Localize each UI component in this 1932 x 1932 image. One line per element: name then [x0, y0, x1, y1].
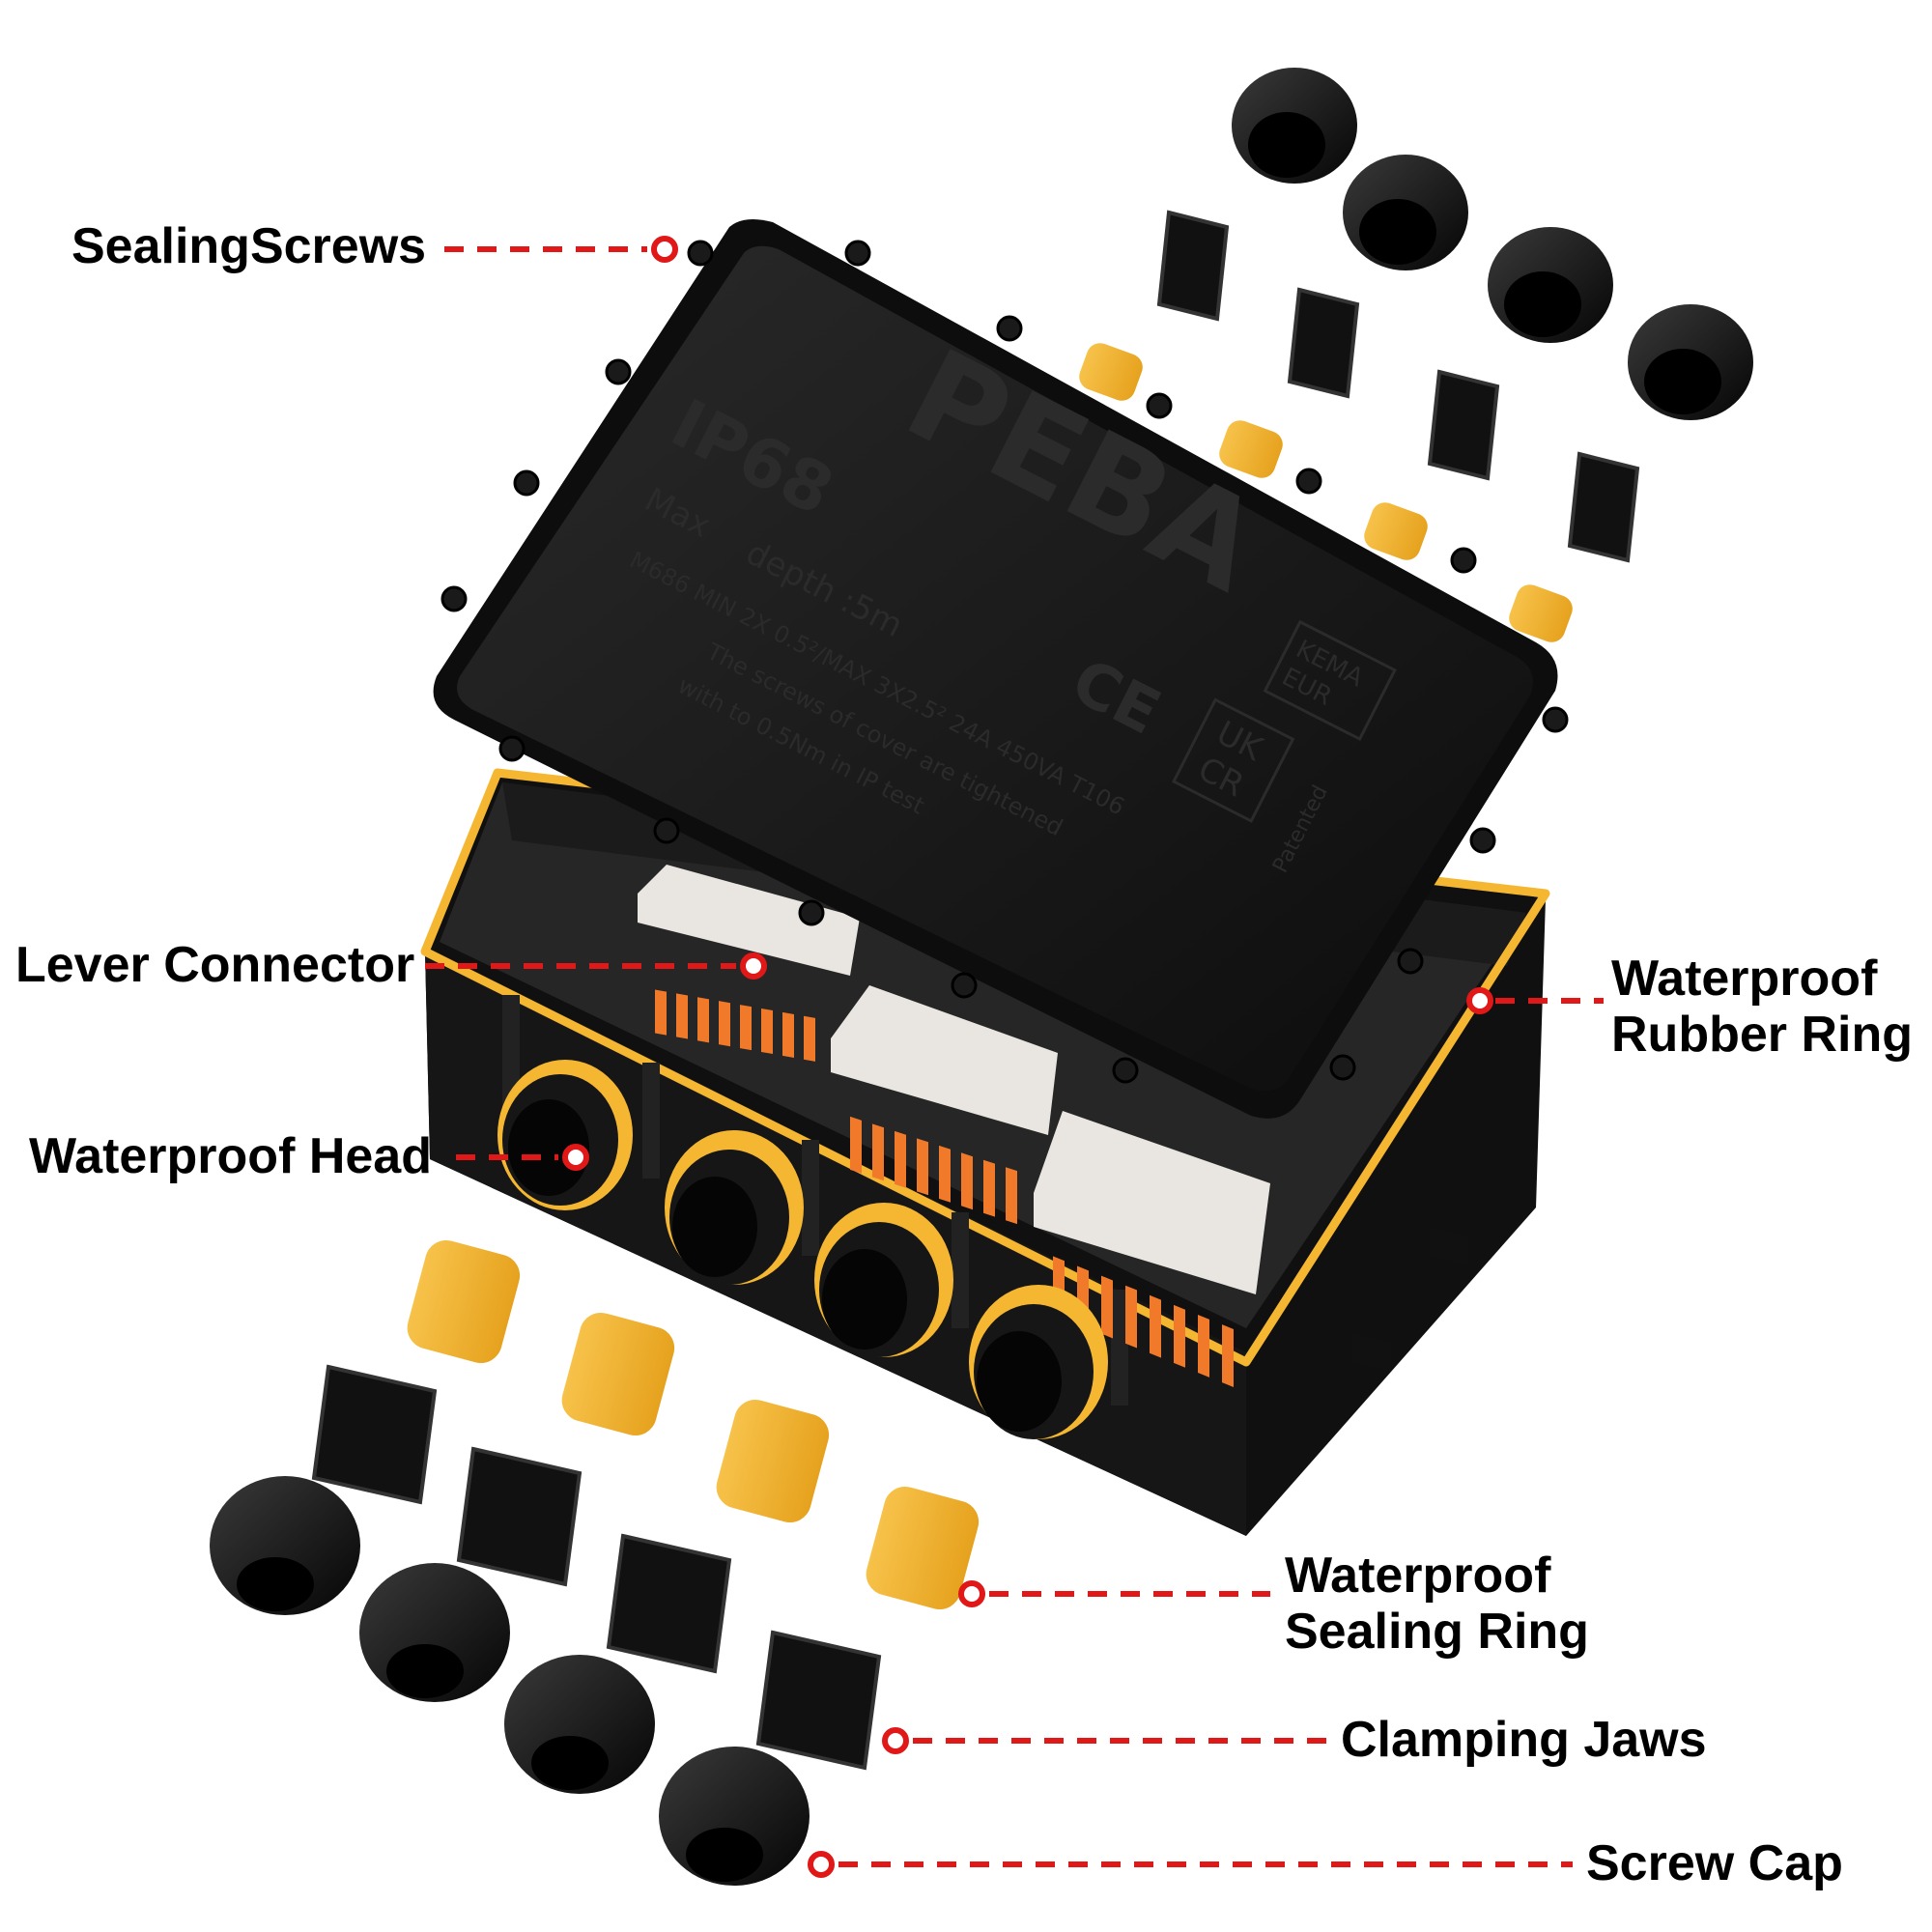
label-screw-cap: Screw Cap [1586, 1835, 1843, 1891]
callout-waterproof-head: Waterproof Head [29, 1128, 589, 1184]
waterproof-head-2 [665, 1130, 804, 1285]
rubber-ring-outline [420, 768, 1550, 1367]
lid-side-outlets [1079, 343, 1573, 642]
screw-caps-bottom [210, 1476, 810, 1886]
label-sealing-ring-line2: Sealing Ring [1285, 1604, 1589, 1660]
clamping-jaws-bottom [311, 1364, 882, 1771]
callout-clamping-jaws: Clamping Jaws [882, 1712, 1707, 1768]
label-rubber-ring-line1: Waterproof [1611, 951, 1878, 1007]
lever-connector-1 [638, 865, 860, 1062]
spare-clamping-jaws-top [1156, 210, 1640, 563]
callout-rubber-ring: Waterproof Rubber Ring [1466, 951, 1913, 1063]
lever-connectors [638, 865, 1270, 1387]
label-sealing-screws: SealingScrews [71, 218, 426, 274]
waterproof-head-1 [497, 1060, 633, 1210]
callout-screw-cap: Screw Cap [808, 1835, 1843, 1891]
label-waterproof-head: Waterproof Head [29, 1128, 432, 1184]
callout-sealing-ring: Waterproof Sealing Ring [958, 1548, 1589, 1660]
waterproof-head-4 [969, 1285, 1108, 1439]
spare-screw-caps-top [1232, 68, 1753, 420]
label-rubber-ring-line2: Rubber Ring [1611, 1007, 1913, 1063]
label-clamping-jaws: Clamping Jaws [1341, 1712, 1707, 1768]
label-sealing-ring-line1: Waterproof [1285, 1548, 1551, 1604]
lid-ukcr-mark: UK CR [1172, 697, 1295, 823]
waterproof-heads [497, 1060, 1108, 1439]
callout-lever-connector: Lever Connector [15, 937, 767, 993]
junction-box-lid: PEBA IP68 Max depth :5m M686 MIN 2X 0.5²… [433, 218, 1573, 1119]
waterproof-sealing-rings [407, 1239, 980, 1610]
lever-connector-2 [831, 985, 1058, 1225]
callout-sealing-screws: SealingScrews [71, 218, 678, 274]
sealing-screws [440, 240, 1569, 1084]
label-lever-connector: Lever Connector [15, 937, 414, 993]
lever-connector-3 [1034, 1111, 1270, 1387]
waterproof-head-3 [814, 1203, 953, 1357]
